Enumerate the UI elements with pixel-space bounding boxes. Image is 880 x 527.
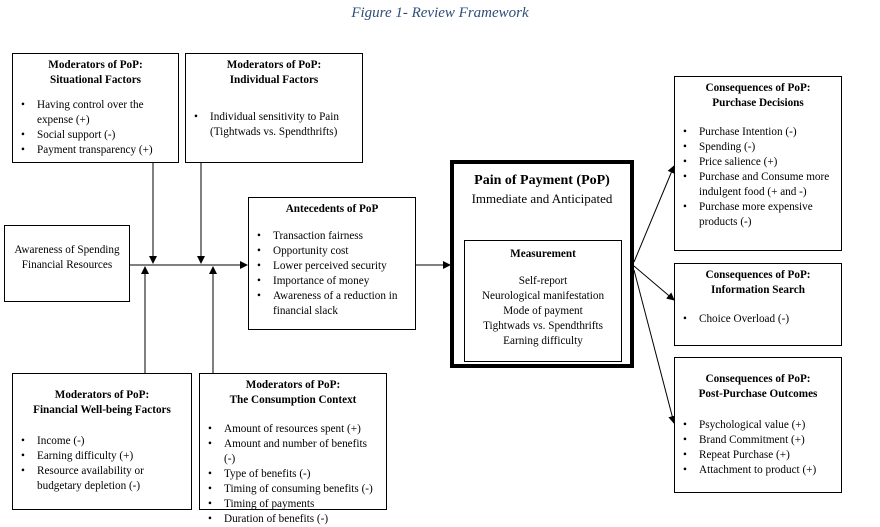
list-item: Amount of resources spent (+) (206, 422, 380, 437)
list-item: Repeat Purchase (+) (681, 448, 835, 463)
list-item: Purchase more expensive products (-) (681, 200, 835, 230)
pop-subtitle: Immediate and Anticipated (471, 191, 613, 206)
purchase-title: Consequences of PoP:Purchase Decisions (705, 82, 811, 109)
list-item: Social support (-) (19, 128, 172, 143)
individual-factors-box: Moderators of PoP:Individual Factors Ind… (185, 53, 363, 163)
list-item: Purchase and Consume more indulgent food… (681, 170, 835, 200)
figure-title: Figure 1- Review Framework (351, 5, 529, 21)
list-item: Choice Overload (-) (681, 312, 835, 327)
list-item: Importance of money (255, 274, 409, 289)
list-item: Transaction fairness (255, 229, 409, 244)
antecedents-title: Antecedents of PoP (285, 203, 379, 215)
measurement-item: Tightwads vs. Spendthrifts (483, 320, 603, 332)
list-item: Brand Commitment (+) (681, 433, 835, 448)
antecedents-box: Antecedents of PoP Transaction fairness … (248, 197, 416, 330)
pain-of-payment-box: Pain of Payment (PoP) Immediate and Anti… (450, 160, 634, 368)
wellbeing-title: Moderators of PoP:Financial Well-being F… (33, 389, 171, 416)
awareness-box: Awareness of Spending Financial Resource… (4, 225, 130, 302)
awareness-text: Awareness of Spending Financial Resource… (14, 244, 120, 271)
list-item: Resource availability or budgetary deple… (19, 464, 185, 494)
search-list: Choice Overload (-) (681, 312, 835, 327)
measurement-box: Measurement Self-report Neurological man… (464, 240, 622, 362)
arrow-pop-to-search (633, 265, 675, 301)
arrow-pop-to-postpurchase (633, 269, 677, 424)
list-item: Awareness of a reduction in financial sl… (255, 289, 409, 319)
measurement-item: Self-report (518, 275, 568, 287)
list-item: Opportunity cost (255, 244, 409, 259)
purchase-list: Purchase Intention (-) Spending (-) Pric… (681, 125, 835, 230)
situational-factors-box: Moderators of PoP:Situational Factors Ha… (12, 53, 179, 163)
list-item: Lower perceived security (255, 259, 409, 274)
purchase-decisions-box: Consequences of PoP:Purchase Decisions P… (674, 76, 842, 251)
arrow-pop-to-purchase (633, 165, 675, 263)
list-item: Payment transparency (+) (19, 143, 172, 158)
list-item: Psychological value (+) (681, 418, 835, 433)
individual-list: Individual sensitivity to Pain (Tightwad… (192, 110, 356, 140)
pop-title: Pain of Payment (PoP) (474, 173, 610, 188)
situational-title: Moderators of PoP:Situational Factors (48, 59, 143, 86)
antecedents-list: Transaction fairness Opportunity cost Lo… (255, 229, 409, 319)
wellbeing-factors-box: Moderators of PoP:Financial Well-being F… (12, 373, 192, 510)
list-item: Income (-) (19, 434, 185, 449)
list-item: Individual sensitivity to Pain (Tightwad… (192, 110, 356, 140)
individual-title: Moderators of PoP:Individual Factors (226, 59, 322, 86)
consumption-context-box: Moderators of PoP:The Consumption Contex… (199, 373, 387, 527)
consumption-list: Amount of resources spent (+) Amount and… (206, 422, 380, 527)
list-item: Having control over the expense (+) (19, 98, 172, 128)
list-item: Duration of benefits (-) (206, 512, 380, 527)
list-item: Spending (-) (681, 140, 835, 155)
consumption-title: Moderators of PoP:The Consumption Contex… (229, 379, 357, 406)
list-item: Earning difficulty (+) (19, 449, 185, 464)
postpurchase-title: Consequences of PoP:Post-Purchase Outcom… (698, 373, 818, 400)
measurement-item: Mode of payment (503, 305, 583, 317)
list-item: Price salience (+) (681, 155, 835, 170)
post-purchase-outcomes-box: Consequences of PoP:Post-Purchase Outcom… (674, 357, 842, 493)
measurement-item: Neurological manifestation (481, 290, 605, 302)
list-item: Type of benefits (-) (206, 467, 380, 482)
information-search-box: Consequences of PoP:Information Search C… (674, 263, 842, 346)
postpurchase-list: Psychological value (+) Brand Commitment… (681, 418, 835, 478)
measurement-title: Measurement (510, 248, 576, 260)
list-item: Timing of consuming benefits (-) (206, 482, 380, 497)
search-title: Consequences of PoP:Information Search (705, 269, 811, 296)
wellbeing-list: Income (-) Earning difficulty (+) Resour… (19, 434, 185, 494)
situational-list: Having control over the expense (+) Soci… (19, 98, 172, 158)
list-item: Attachment to product (+) (681, 463, 835, 478)
list-item: Timing of payments (206, 497, 380, 512)
list-item: Purchase Intention (-) (681, 125, 835, 140)
measurement-item: Earning difficulty (503, 335, 583, 347)
list-item: Amount and number of benefits (-) (206, 437, 380, 467)
